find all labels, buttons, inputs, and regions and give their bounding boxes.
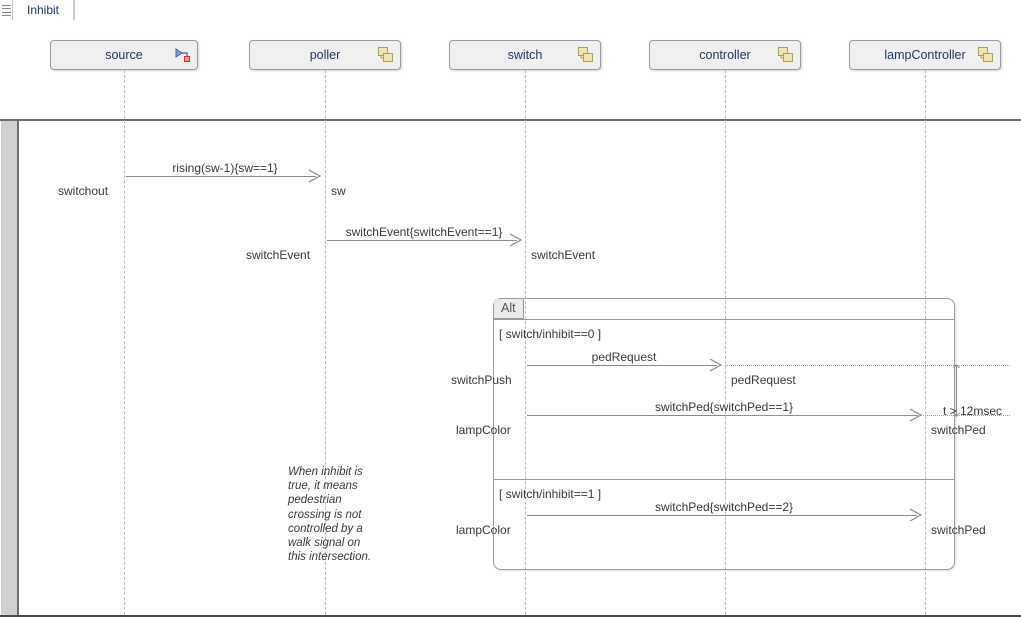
message-label-4: switchPed{switchPed==1} xyxy=(654,400,794,414)
lifeline-head-source[interactable]: source xyxy=(50,40,198,70)
duration-measure-line xyxy=(956,365,957,417)
message-label-3: pedRequest xyxy=(591,350,657,364)
message-line-1[interactable] xyxy=(126,176,316,177)
left-gutter xyxy=(1,121,19,615)
fragment-operator-label: Alt xyxy=(494,299,524,319)
fragment-guard-1: [ switch/inhibit==0 ] xyxy=(499,327,602,341)
fragment-guard-2: [ switch/inhibit==1 ] xyxy=(499,487,602,501)
message-label-5: switchPed{switchPed==2} xyxy=(654,500,794,514)
fragment-operand-divider xyxy=(494,479,954,480)
message-line-2[interactable] xyxy=(327,240,517,241)
message-line-4[interactable] xyxy=(527,415,917,416)
fragment-header-divider xyxy=(494,319,954,320)
hamburger-icon[interactable] xyxy=(2,3,11,18)
component-icon xyxy=(576,45,596,65)
combined-fragment-alt[interactable] xyxy=(493,298,955,570)
lifeline-controller xyxy=(725,70,726,615)
port-label-switchped-2: switchPed xyxy=(931,523,986,537)
message-line-5[interactable] xyxy=(527,515,917,516)
message-line-3[interactable] xyxy=(527,365,717,366)
message-label-2: switchEvent{switchEvent==1} xyxy=(345,225,503,239)
lifeline-label-poller: poller xyxy=(309,48,341,62)
bottom-separator xyxy=(0,615,1021,617)
tab-bar: Inhibit xyxy=(0,0,1021,22)
diagram-note: When inhibit is true, it means pedestria… xyxy=(288,466,372,564)
component-icon xyxy=(776,45,796,65)
lifeline-head-controller[interactable]: controller xyxy=(649,40,801,70)
lifeline-label-lampcontroller: lampController xyxy=(884,48,966,62)
tab-active-underline xyxy=(12,20,74,21)
duration-guide-bottom xyxy=(725,415,1010,416)
lifeline-head-lampcontroller[interactable]: lampController xyxy=(849,40,1001,70)
message-label-1: rising(sw-1){sw==1} xyxy=(172,161,278,175)
lifeline-head-poller[interactable]: poller xyxy=(249,40,401,70)
port-label-lampcolor-1: lampColor xyxy=(456,423,511,437)
duration-guide-top xyxy=(725,365,1010,366)
lifeline-poller xyxy=(325,70,326,615)
port-label-switchevent-in: switchEvent xyxy=(531,248,596,262)
duration-constraint-label: t > 12msec xyxy=(943,404,1003,418)
tab-empty[interactable] xyxy=(74,0,1021,20)
port-label-switchped-1: switchPed xyxy=(931,423,986,437)
port-label-lampcolor-2: lampColor xyxy=(456,523,511,537)
component-icon xyxy=(376,45,396,65)
lifeline-source xyxy=(124,70,125,615)
lifeline-head-switch[interactable]: switch xyxy=(449,40,601,70)
port-label-switchevent-out: switchEvent xyxy=(246,248,311,262)
header-band-separator xyxy=(0,119,1021,121)
lifeline-switch xyxy=(525,70,526,615)
lifeline-lampcontroller xyxy=(925,70,926,615)
port-label-switchpush: switchPush xyxy=(451,373,512,387)
lifeline-label-switch: switch xyxy=(507,48,543,62)
port-label-pedrequest: pedRequest xyxy=(731,373,796,387)
port-label-sw: sw xyxy=(331,184,346,198)
signal-port-icon xyxy=(173,45,193,65)
port-label-switchout: switchout xyxy=(58,184,109,198)
lifeline-label-source: source xyxy=(105,48,143,62)
lifeline-label-controller: controller xyxy=(699,48,751,62)
sequence-diagram-canvas[interactable]: source poller switch xyxy=(0,21,1021,617)
component-icon xyxy=(976,45,996,65)
tab-inhibit[interactable]: Inhibit xyxy=(12,0,74,20)
